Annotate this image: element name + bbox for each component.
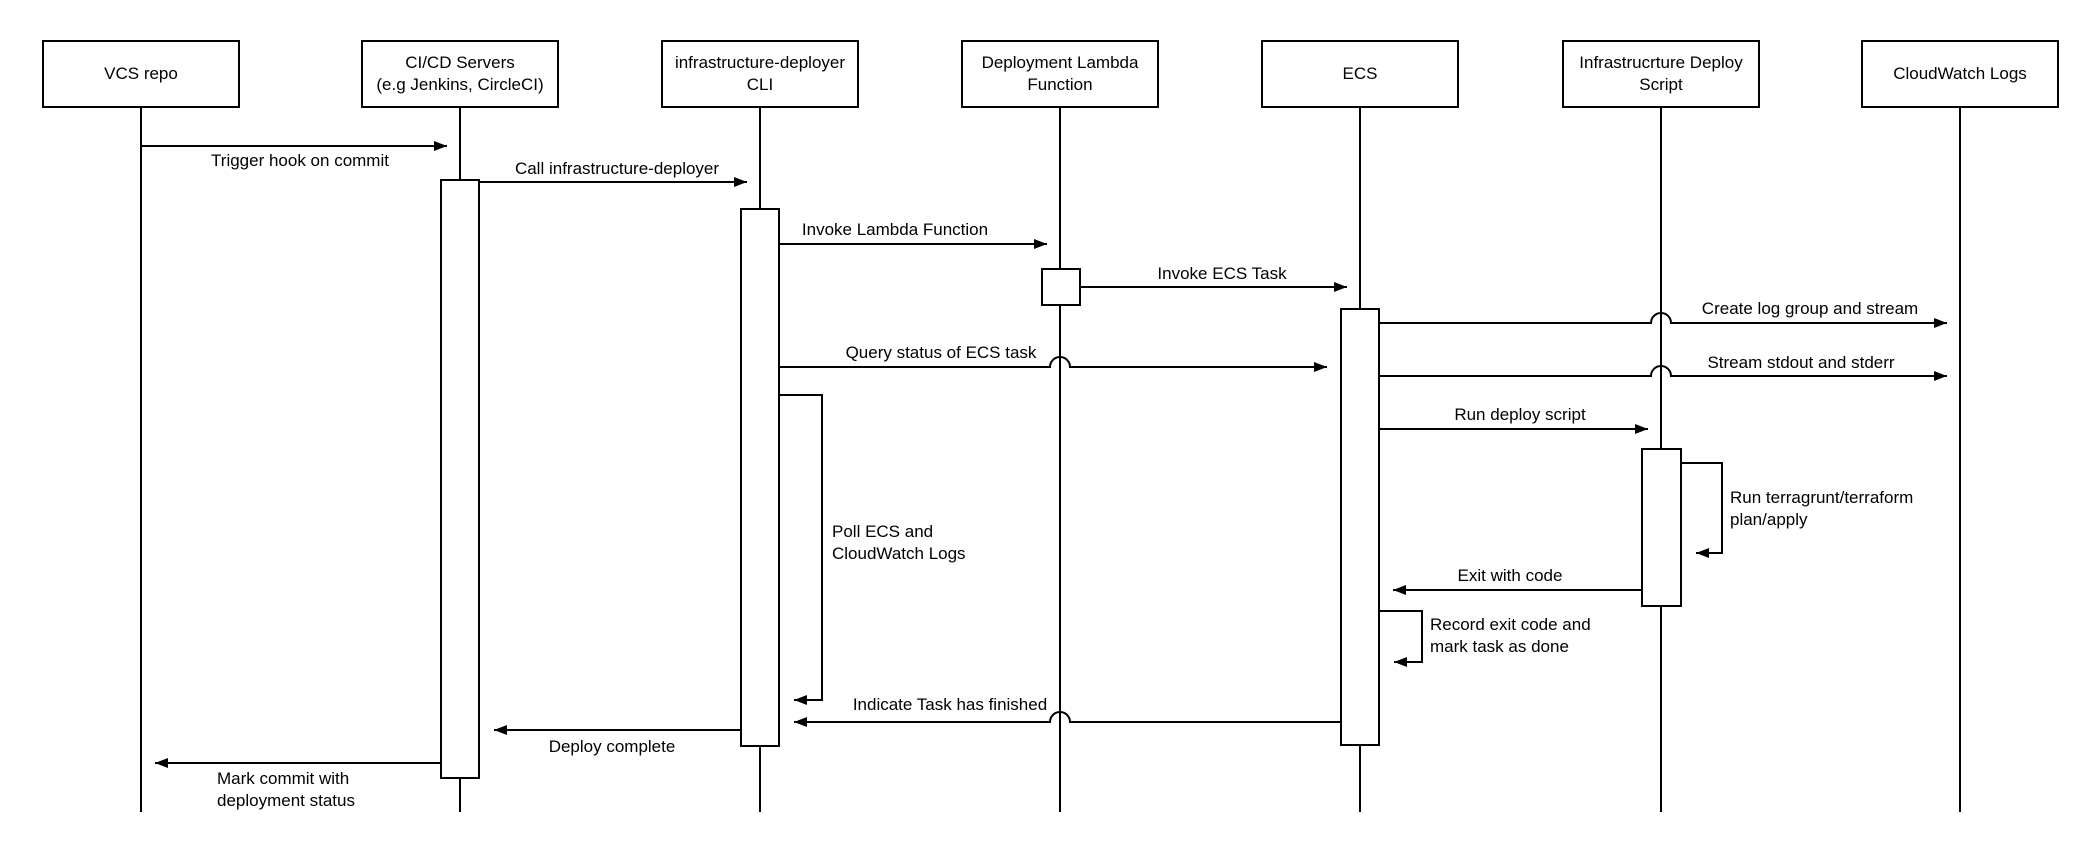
message-label-trigger-hook: Trigger hook on commit — [211, 151, 389, 170]
arrow-indicate-finished — [794, 711, 1340, 727]
message-label-query-status: Query status of ECS task — [845, 343, 1037, 362]
actor-box-lambda: Deployment Lambda Function — [961, 40, 1159, 108]
arrow-stream-stdout — [1380, 365, 1947, 381]
activation-cicd — [440, 179, 480, 779]
arrow-record-exit-code — [1380, 610, 1423, 667]
arrow-query-status — [780, 356, 1327, 372]
message-label-deploy-complete: Deploy complete — [548, 737, 676, 756]
message-label-stream-stdout: Stream stdout and stderr — [1707, 353, 1895, 372]
message-label-mark-commit: Mark commit with deployment status — [217, 769, 355, 810]
arrow-create-log-group — [1380, 312, 1947, 328]
message-label-create-log-group: Create log group and stream — [1701, 299, 1919, 318]
arrow-run-terragrunt — [1682, 462, 1723, 558]
actor-box-ecs: ECS — [1261, 40, 1459, 108]
message-label-run-terragrunt: Run terragrunt/terraform plan/apply — [1730, 488, 1914, 529]
actor-box-cli: infrastructure-deployer CLI — [661, 40, 859, 108]
actor-box-deploy-script: Infrastrucrture Deploy Script — [1562, 40, 1760, 108]
message-label-run-deploy-script: Run deploy script — [1454, 405, 1586, 424]
actor-box-vcs: VCS repo — [42, 40, 240, 108]
message-label-record-exit-code: Record exit code and mark task as done — [1430, 615, 1591, 656]
actor-box-cloudwatch: CloudWatch Logs — [1861, 40, 2059, 108]
activation-ecs — [1340, 308, 1380, 746]
actor-box-cicd: CI/CD Servers (e.g Jenkins, CircleCI) — [361, 40, 559, 108]
activation-cli — [740, 208, 780, 747]
message-label-poll-loop: Poll ECS and CloudWatch Logs — [832, 522, 966, 563]
message-label-call-deployer: Call infrastructure-deployer — [514, 159, 720, 178]
activation-lambda — [1041, 268, 1081, 306]
arrow-poll-loop — [780, 394, 823, 705]
message-label-invoke-ecs-task: Invoke ECS Task — [1157, 264, 1287, 283]
message-label-indicate-finished: Indicate Task has finished — [852, 695, 1048, 714]
message-label-exit-with-code: Exit with code — [1457, 566, 1563, 585]
activation-deploy-script — [1641, 448, 1682, 607]
message-label-invoke-lambda: Invoke Lambda Function — [801, 220, 989, 239]
